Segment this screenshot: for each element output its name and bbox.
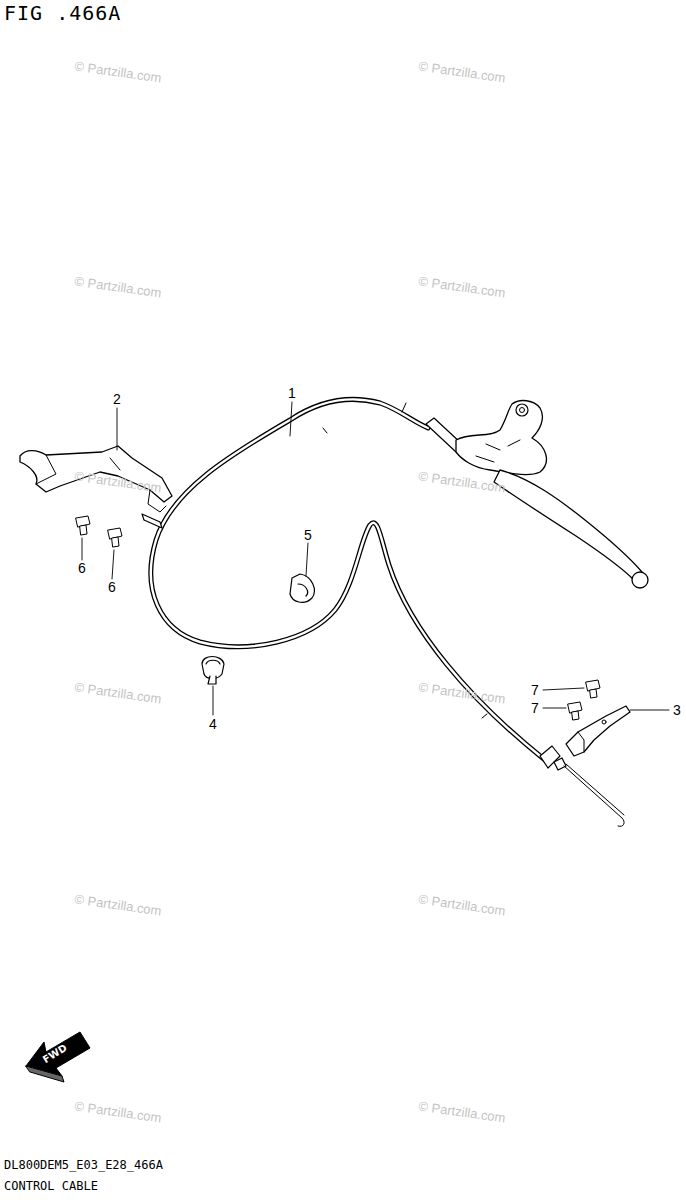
lever-pivot — [520, 408, 525, 413]
leader-line — [82, 402, 669, 715]
watermark: © Partzilla.com — [418, 274, 507, 299]
cable-bracket — [578, 732, 584, 752]
watermark: © Partzilla.com — [74, 892, 163, 917]
lever-blade — [494, 470, 642, 580]
cable-mark — [482, 714, 487, 718]
figure-title: FIG .466A — [4, 3, 121, 23]
inner-wire — [566, 764, 624, 815]
cable-end — [554, 758, 566, 770]
callout-number: 4 — [209, 717, 217, 731]
watermark: © Partzilla.com — [418, 1099, 507, 1124]
watermark: © Partzilla.com — [74, 1099, 163, 1124]
callout-number: 5 — [304, 528, 312, 542]
callout-number: 1 — [288, 386, 296, 400]
bolt — [568, 680, 600, 720]
cable-clamp — [202, 657, 224, 685]
figure-caption: CONTROL CABLE — [4, 1180, 98, 1192]
callout-number: 6 — [78, 561, 86, 575]
cable-bracket — [566, 706, 630, 756]
cable-mark — [323, 428, 327, 433]
lever-housing — [456, 401, 546, 475]
cable-mark — [402, 403, 406, 412]
inner-wire — [564, 766, 624, 826]
lever-detail — [476, 440, 520, 462]
bracket-hole — [602, 720, 606, 724]
callout-number: 2 — [113, 392, 121, 406]
watermark: © Partzilla.com — [418, 892, 507, 917]
drawing-code: DL800DEM5_E03_E28_466A — [4, 1159, 163, 1171]
bolt — [76, 516, 122, 547]
callout-number: 6 — [108, 580, 116, 594]
cable-clamp — [290, 574, 314, 602]
lever-ball — [632, 572, 648, 588]
watermark: © Partzilla.com — [418, 59, 507, 84]
callout-number: 7 — [531, 701, 539, 715]
callout-number: 3 — [673, 703, 681, 717]
watermark: © Partzilla.com — [74, 274, 163, 299]
watermark: © Partzilla.com — [74, 59, 163, 84]
callout-number: 7 — [531, 683, 539, 697]
cable-bracket — [36, 455, 166, 512]
lever-pivot — [516, 404, 528, 416]
watermark: © Partzilla.com — [74, 680, 163, 705]
watermark: © Partzilla.com — [418, 469, 507, 494]
bracket-clip — [142, 514, 162, 528]
fwd-arrow — [26, 1066, 64, 1082]
